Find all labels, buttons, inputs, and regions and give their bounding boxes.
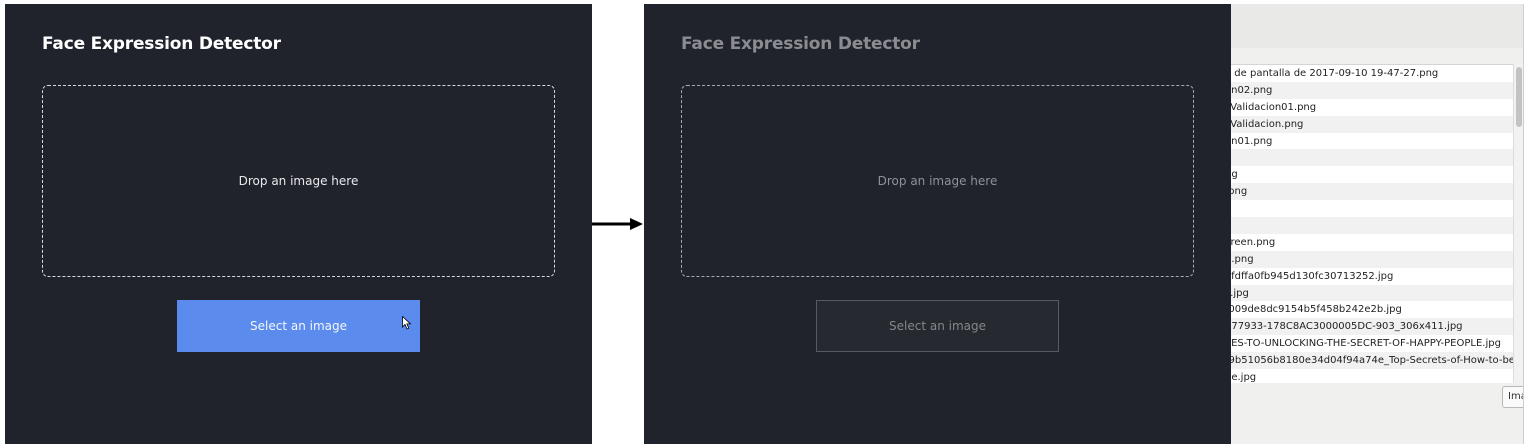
file-name: :009de8dc9154b5f458b242e2b.jpg bbox=[1231, 304, 1402, 316]
image-dropzone[interactable]: Drop an image here bbox=[681, 85, 1194, 277]
dialog-header bbox=[1231, 4, 1523, 48]
file-row[interactable]: ng bbox=[1231, 166, 1513, 183]
dropzone-label: Drop an image here bbox=[238, 174, 359, 188]
select-image-button[interactable]: Select an image bbox=[177, 300, 420, 352]
file-row[interactable] bbox=[1231, 149, 1513, 167]
file-row[interactable]: 277933-178C8AC3000005DC-903_306x411.jpg bbox=[1231, 318, 1513, 336]
file-row[interactable]: .png bbox=[1231, 183, 1513, 201]
file-row[interactable]: TES-TO-UNLOCKING-THE-SECRET-OF-HAPPY-PEO… bbox=[1231, 335, 1513, 352]
file-name: s.jpg bbox=[1231, 287, 1249, 299]
file-name: pe.jpg bbox=[1231, 372, 1257, 383]
transition-arrow-icon bbox=[592, 218, 643, 230]
select-image-button[interactable]: Select an image bbox=[816, 300, 1059, 352]
file-row[interactable]: sValidacion01.png bbox=[1231, 99, 1513, 116]
mouse-cursor-icon bbox=[402, 316, 412, 330]
file-list[interactable]: o de pantalla de 2017-09-10 19-47-27.png… bbox=[1231, 64, 1513, 383]
file-row[interactable]: :009de8dc9154b5f458b242e2b.jpg bbox=[1231, 301, 1513, 318]
file-name: sValidacion01.png bbox=[1231, 101, 1317, 113]
file-row[interactable]: f9b51056b8180e34d04f94a74e_Top-Secrets-o… bbox=[1231, 352, 1513, 370]
file-name: ng bbox=[1231, 169, 1238, 181]
file-list-scrollbar[interactable] bbox=[1513, 64, 1523, 382]
file-row[interactable]: sValidacion.png bbox=[1231, 115, 1513, 133]
file-name: .png bbox=[1231, 186, 1248, 198]
app-window-before: Face Expression Detector Drop an image h… bbox=[5, 4, 592, 444]
app-window-after: Face Expression Detector Drop an image h… bbox=[644, 4, 1231, 444]
app-title: Face Expression Detector bbox=[42, 34, 281, 54]
file-name: f9b51056b8180e34d04f94a74e_Top-Secrets-o… bbox=[1231, 355, 1513, 367]
file-row[interactable]: on02.png bbox=[1231, 81, 1513, 99]
file-row[interactable]: g bbox=[1231, 200, 1513, 217]
file-name: 277933-178C8AC3000005DC-903_306x411.jpg bbox=[1231, 321, 1463, 333]
file-row[interactable]: pe.jpg bbox=[1231, 369, 1513, 383]
file-name: p.png bbox=[1231, 253, 1254, 265]
app-title: Face Expression Detector bbox=[681, 34, 920, 54]
file-row[interactable] bbox=[1231, 217, 1513, 234]
file-name: TES-TO-UNLOCKING-THE-SECRET-OF-HAPPY-PEO… bbox=[1231, 338, 1501, 350]
file-name: on01.png bbox=[1231, 135, 1273, 147]
file-row[interactable]: afdffa0fb945d130fc30713252.jpg bbox=[1231, 268, 1513, 285]
file-name: afdffa0fb945d130fc30713252.jpg bbox=[1231, 270, 1394, 282]
file-name: creen.png bbox=[1231, 236, 1276, 248]
file-chooser-dialog: o de pantalla de 2017-09-10 19-47-27.png… bbox=[1231, 4, 1524, 444]
file-row[interactable]: p.png bbox=[1231, 250, 1513, 268]
file-name: sValidacion.png bbox=[1231, 118, 1304, 130]
file-row[interactable]: creen.png bbox=[1231, 234, 1513, 251]
scrollbar-thumb[interactable] bbox=[1516, 67, 1522, 127]
file-row[interactable]: s.jpg bbox=[1231, 284, 1513, 302]
file-name: on02.png bbox=[1231, 84, 1273, 96]
file-row[interactable]: on01.png bbox=[1231, 133, 1513, 150]
dropzone-label: Drop an image here bbox=[877, 174, 998, 188]
file-row[interactable]: o de pantalla de 2017-09-10 19-47-27.png bbox=[1231, 65, 1513, 82]
file-type-filter-button[interactable]: Ima bbox=[1502, 386, 1523, 408]
file-name: o de pantalla de 2017-09-10 19-47-27.png bbox=[1231, 68, 1439, 79]
image-dropzone[interactable]: Drop an image here bbox=[42, 85, 555, 277]
